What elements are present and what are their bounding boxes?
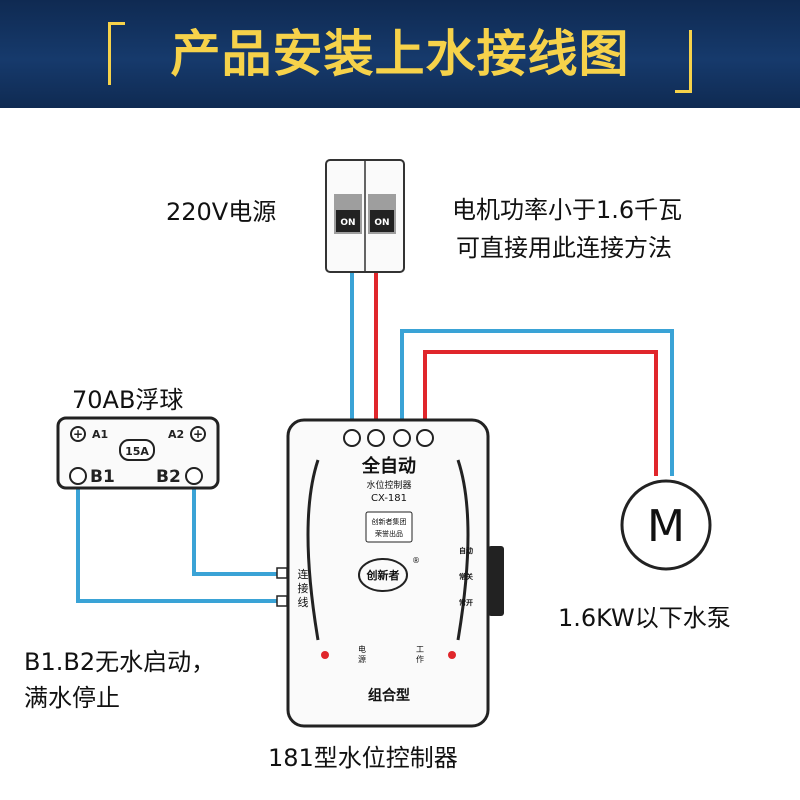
logo-text: 创新者 (366, 568, 400, 582)
brand-text: 全自动 (361, 455, 416, 477)
motor-symbol: M (647, 501, 685, 552)
pump-red-wire (423, 350, 658, 476)
brand-logo-icon (358, 558, 408, 592)
svg-text:®: ® (412, 556, 420, 565)
label-a2: A2 (168, 428, 184, 441)
controller-model: CX-181 (371, 493, 407, 504)
circuit-breaker: ON ON (325, 159, 405, 273)
terminal-icon-4 (416, 429, 434, 447)
pump-blue-wire (400, 329, 674, 476)
led-power-char-1: 电 (358, 644, 366, 654)
pump-label: 1.6KW以下水泵 (558, 604, 731, 632)
note-line-1: 电机功率小于1.6千瓦 (452, 196, 683, 224)
tag-line-2: 荣誉出品 (375, 529, 403, 538)
breaker-on-right: ON (374, 218, 389, 228)
title-banner: 产品安装上水接线图 (0, 0, 800, 108)
bottom-label: 组合型 (368, 687, 410, 704)
left-bracket (108, 22, 125, 85)
connect-label-char-3: 线 (298, 595, 309, 609)
label-b2: B2 (156, 467, 181, 487)
power-led-icon (321, 651, 329, 659)
breaker-on-left: ON (340, 218, 355, 228)
controller-caption: 181型水位控制器 (268, 744, 458, 772)
label-b1: B1 (90, 467, 115, 487)
motor-icon (620, 479, 712, 571)
wires (76, 272, 674, 603)
mode-on-label: 常开 (459, 598, 473, 607)
svg-text:+: + (73, 427, 83, 441)
connect-terminal-1 (276, 567, 288, 579)
page-title: 产品安装上水接线图 (170, 25, 630, 83)
rating-label: 15A (125, 445, 149, 458)
svg-text:+: + (193, 427, 203, 441)
terminal-a1-icon (70, 426, 86, 442)
note-line-2: 可直接用此连接方法 (456, 234, 672, 262)
connect-label-char-2: 接 (298, 582, 309, 595)
side-switch (488, 546, 504, 616)
right-bracket (675, 30, 692, 93)
float-label: 70AB浮球 (72, 386, 184, 414)
connect-label-char-1: 连 (298, 568, 309, 581)
work-led-icon (448, 651, 456, 659)
b-note-line-1: B1.B2无水启动， (24, 648, 216, 676)
terminal-icon-1 (343, 429, 361, 447)
led-work-char-2: 作 (416, 654, 424, 664)
terminal-icon-3 (393, 429, 411, 447)
pump-motor: M (620, 479, 712, 571)
float-switch: + + A1 A2 15A B1 B2 (56, 416, 220, 490)
led-power-char-2: 源 (358, 655, 366, 664)
mode-off-label: 常关 (459, 572, 473, 581)
terminal-b1-icon (69, 467, 87, 485)
controller-subtitle: 水位控制器 (366, 479, 411, 491)
connect-terminal-2 (276, 595, 288, 607)
mode-auto-label: 自动 (459, 546, 473, 555)
tag-line-1: 创新者集团 (372, 517, 407, 526)
led-work-char-1: 工 (416, 645, 424, 654)
b-note-line-2: 满水停止 (24, 684, 120, 712)
water-level-controller: 全自动 水位控制器 CX-181 创新者集团 荣誉出品 创新者 ® 连 接 线 … (276, 418, 504, 728)
terminal-a2-icon (190, 426, 206, 442)
label-a1: A1 (92, 428, 108, 441)
terminal-b2-icon (185, 467, 203, 485)
power-label: 220V电源 (166, 198, 277, 226)
b1-connect-wire (76, 478, 282, 603)
b2-connect-wire (192, 478, 282, 576)
terminal-icon-2 (367, 429, 385, 447)
